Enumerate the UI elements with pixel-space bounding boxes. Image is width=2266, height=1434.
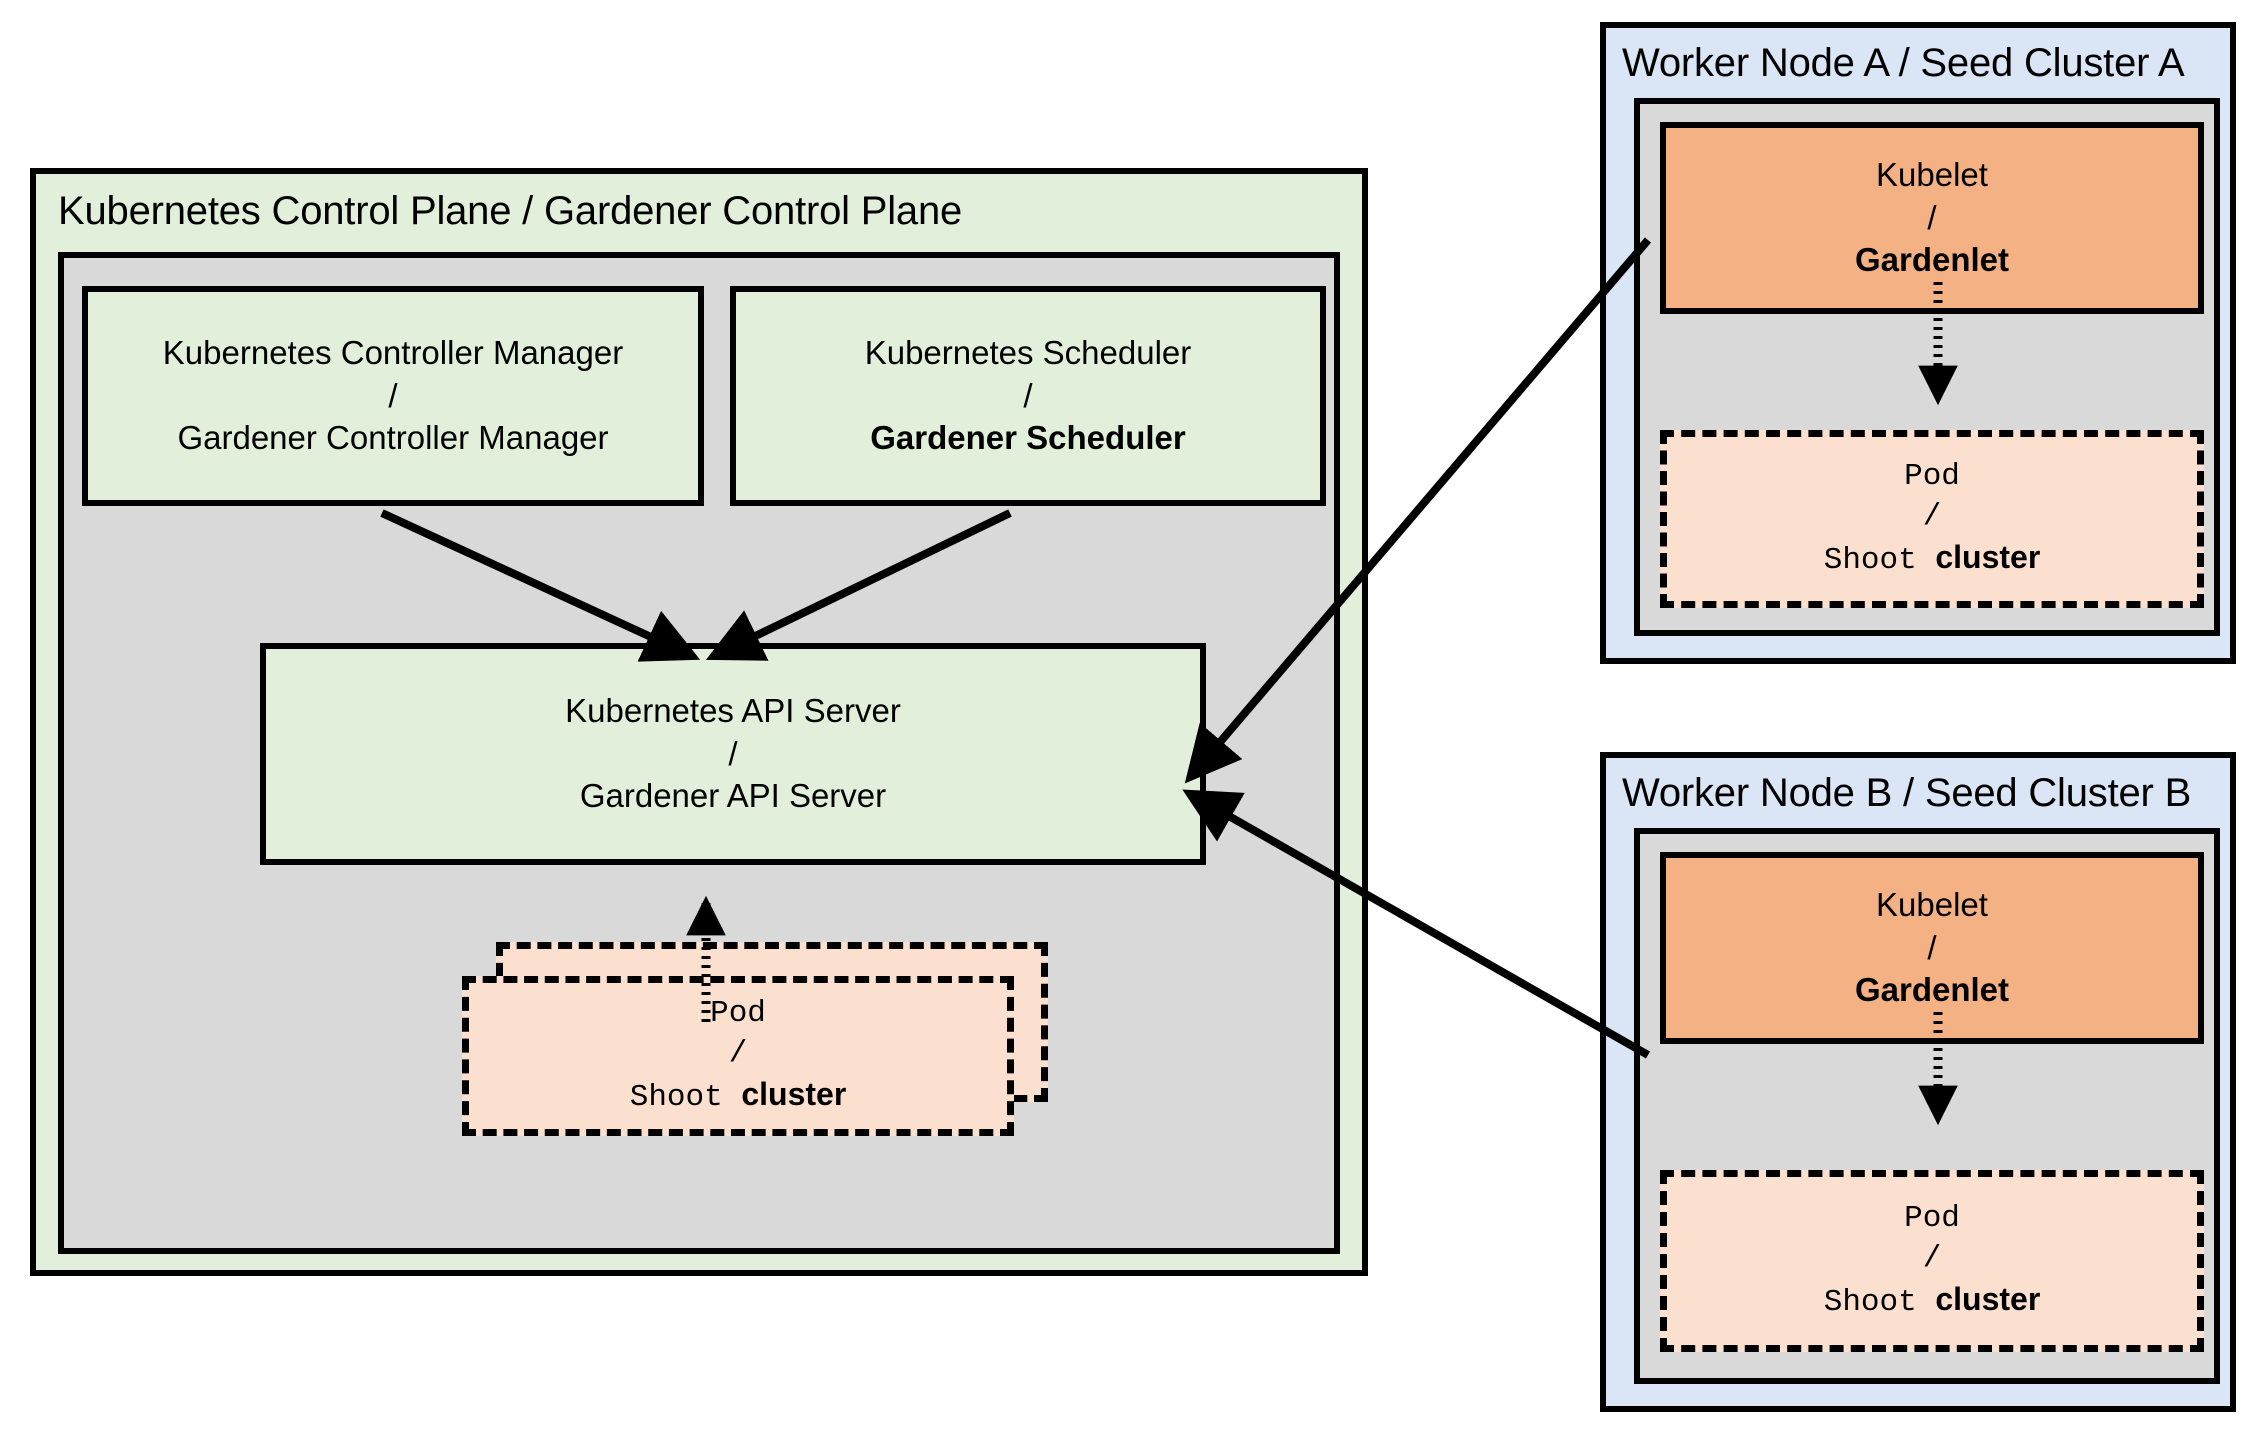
worker-node-a-inner-container: Kubelet / Gardenlet Pod / Shoot cluster <box>1634 98 2220 636</box>
worker-node-b-pod-line-2: Shoot cluster <box>1824 1279 2041 1323</box>
worker-node-a-pod-separator: / <box>1922 498 1942 534</box>
control-plane-pod-separator: / <box>728 1035 748 1071</box>
worker-node-a-kubelet-line-1: Kubelet <box>1876 155 1988 193</box>
worker-node-b-pod-line-1: Pod <box>1904 1200 1960 1236</box>
worker-node-a-gardenlet-line: Gardenlet <box>1854 241 2010 279</box>
worker-node-a-pod-cluster-text: cluster <box>1935 539 2041 576</box>
worker-node-b-kubelet-line-1: Kubelet <box>1876 885 1988 923</box>
api-server-separator: / <box>728 734 738 772</box>
worker-node-a-pod-line-1: Pod <box>1904 458 1960 494</box>
controller-manager-separator: / <box>388 376 398 414</box>
control-plane-inner-container: Kubernetes Controller Manager / Gardener… <box>58 252 1340 1254</box>
control-plane-pod-shoot-text: Shoot <box>629 1080 742 1116</box>
control-plane-pod-cluster-text: cluster <box>741 1076 847 1113</box>
control-plane-title: Kubernetes Control Plane / Gardener Cont… <box>58 189 963 233</box>
scheduler-line-1: Kubernetes Scheduler <box>864 333 1192 371</box>
worker-node-b-inner-container: Kubelet / Gardenlet Pod / Shoot cluster <box>1634 828 2220 1384</box>
gardener-api-server-line: Gardener API Server <box>579 777 887 815</box>
worker-node-b-kubelet-separator: / <box>1927 928 1937 966</box>
worker-node-b-panel: Worker Node B / Seed Cluster B Kubelet /… <box>1600 752 2236 1412</box>
worker-node-a-pod-box[interactable]: Pod / Shoot cluster <box>1660 430 2204 608</box>
worker-node-b-gardenlet-line: Gardenlet <box>1854 971 2010 1009</box>
worker-node-b-kubelet-box[interactable]: Kubelet / Gardenlet <box>1660 852 2204 1044</box>
worker-node-a-pod-line-2: Shoot cluster <box>1824 537 2041 581</box>
worker-node-b-pod-cluster-text: cluster <box>1935 1281 2041 1318</box>
worker-node-b-pod-shoot-text: Shoot <box>1823 1285 1936 1321</box>
kubernetes-controller-manager-box[interactable]: Kubernetes Controller Manager / Gardener… <box>82 286 704 506</box>
worker-node-a-title: Worker Node A / Seed Cluster A <box>1622 41 2185 85</box>
worker-node-a-kubelet-separator: / <box>1927 198 1937 236</box>
worker-node-b-title: Worker Node B / Seed Cluster B <box>1622 771 2192 815</box>
control-plane-pod-line-1: Pod <box>710 995 766 1031</box>
worker-node-b-pod-box[interactable]: Pod / Shoot cluster <box>1660 1170 2204 1352</box>
kubernetes-api-server-box[interactable]: Kubernetes API Server / Gardener API Ser… <box>260 643 1206 865</box>
worker-node-a-pod-shoot-text: Shoot <box>1823 543 1936 579</box>
worker-node-a-kubelet-box[interactable]: Kubelet / Gardenlet <box>1660 122 2204 314</box>
control-plane-panel: Kubernetes Control Plane / Gardener Cont… <box>30 168 1368 1276</box>
worker-node-a-panel: Worker Node A / Seed Cluster A Kubelet /… <box>1600 22 2236 664</box>
control-plane-pod-line-2: Shoot cluster <box>630 1074 847 1118</box>
gardener-controller-manager-line: Gardener Controller Manager <box>177 419 609 457</box>
gardener-scheduler-line: Gardener Scheduler <box>870 419 1186 457</box>
api-server-line-1: Kubernetes API Server <box>565 691 901 729</box>
kubernetes-scheduler-box[interactable]: Kubernetes Scheduler / Gardener Schedule… <box>730 286 1326 506</box>
control-plane-pod-box[interactable]: Pod / Shoot cluster <box>462 976 1014 1136</box>
controller-manager-line-1: Kubernetes Controller Manager <box>162 333 624 371</box>
worker-node-b-pod-separator: / <box>1922 1240 1942 1276</box>
scheduler-separator: / <box>1023 376 1033 414</box>
